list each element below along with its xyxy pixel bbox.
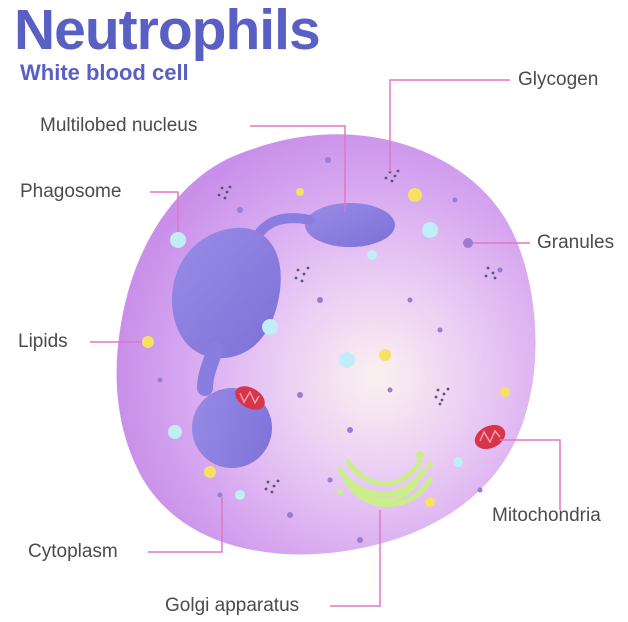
label-multilobed-nucleus: Multilobed nucleus	[40, 116, 197, 135]
nucleus-stalk	[205, 350, 215, 388]
page-subtitle: White blood cell	[20, 62, 189, 84]
nucleus-lobe-upper	[305, 203, 395, 247]
label-golgi-apparatus: Golgi apparatus	[165, 596, 299, 615]
lipid-dot	[142, 336, 154, 348]
granule-dot	[463, 238, 473, 248]
label-lipids: Lipids	[18, 332, 68, 351]
label-mitochondria: Mitochondria	[492, 506, 601, 525]
label-cytoplasm: Cytoplasm	[28, 542, 118, 561]
page-title: Neutrophils	[14, 2, 320, 59]
label-granules: Granules	[537, 233, 614, 252]
label-glycogen: Glycogen	[518, 70, 598, 89]
label-phagosome: Phagosome	[20, 182, 121, 201]
phagosome-dot	[170, 232, 186, 248]
cell-body	[117, 134, 536, 554]
